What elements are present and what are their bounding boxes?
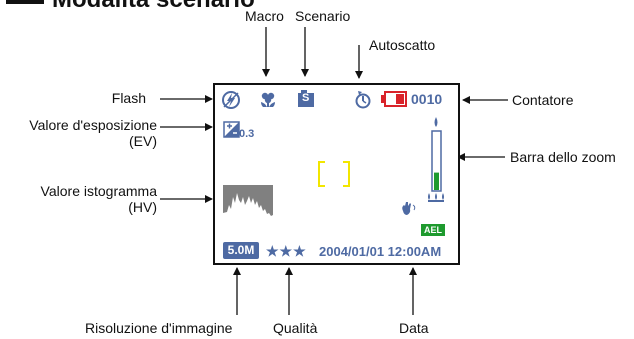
- battery-icon: [381, 91, 407, 107]
- label-ev-line2: (EV): [129, 133, 157, 149]
- label-data: Data: [399, 320, 429, 336]
- flash-off-icon: [222, 91, 240, 109]
- label-zoom: Barra dello zoom: [510, 149, 616, 165]
- zoom-level-fill: [434, 172, 439, 190]
- resolution-badge: 5.0M: [223, 242, 259, 259]
- label-ev-line1: Valore d'esposizione: [29, 117, 157, 133]
- hand-shake-icon: [402, 202, 416, 215]
- label-hv-line2: (HV): [128, 199, 157, 215]
- scenario-icon: [298, 90, 314, 107]
- label-hv-line1: Valore istogramma: [40, 183, 157, 199]
- label-contatore: Contatore: [512, 92, 574, 108]
- ev-value: 0.3: [239, 128, 255, 140]
- ev-icon: [223, 121, 240, 138]
- date-time: 2004/01/01 12:00AM: [319, 244, 442, 259]
- zoom-wide-icon: [428, 193, 444, 202]
- screen-icons: [222, 90, 444, 220]
- camera-lcd-screen: S 0010 0.3 AEL 5.0M ★★★ 2004/01/01 12:00…: [213, 83, 460, 265]
- scene-letter: S: [302, 92, 310, 104]
- quality-stars: ★★★: [266, 243, 307, 259]
- macro-flower-icon: [261, 92, 275, 107]
- self-timer-icon: [355, 91, 371, 109]
- label-flash: Flash: [111, 90, 146, 106]
- label-scenario: Scenario: [295, 8, 351, 24]
- page-title: Modalità scenario: [52, 0, 255, 14]
- label-risoluzione: Risoluzione d'immagine: [85, 320, 233, 336]
- zoom-bar: [428, 117, 444, 202]
- label-autoscatto: Autoscatto: [369, 37, 436, 53]
- histogram-graph: [223, 185, 273, 220]
- label-qualita: Qualità: [273, 320, 318, 336]
- frame-counter: 0010: [411, 91, 443, 107]
- title-icon: [6, 0, 44, 4]
- focus-frame: [318, 161, 350, 187]
- label-macro: Macro: [245, 8, 284, 24]
- ael-badge: AEL: [421, 224, 445, 236]
